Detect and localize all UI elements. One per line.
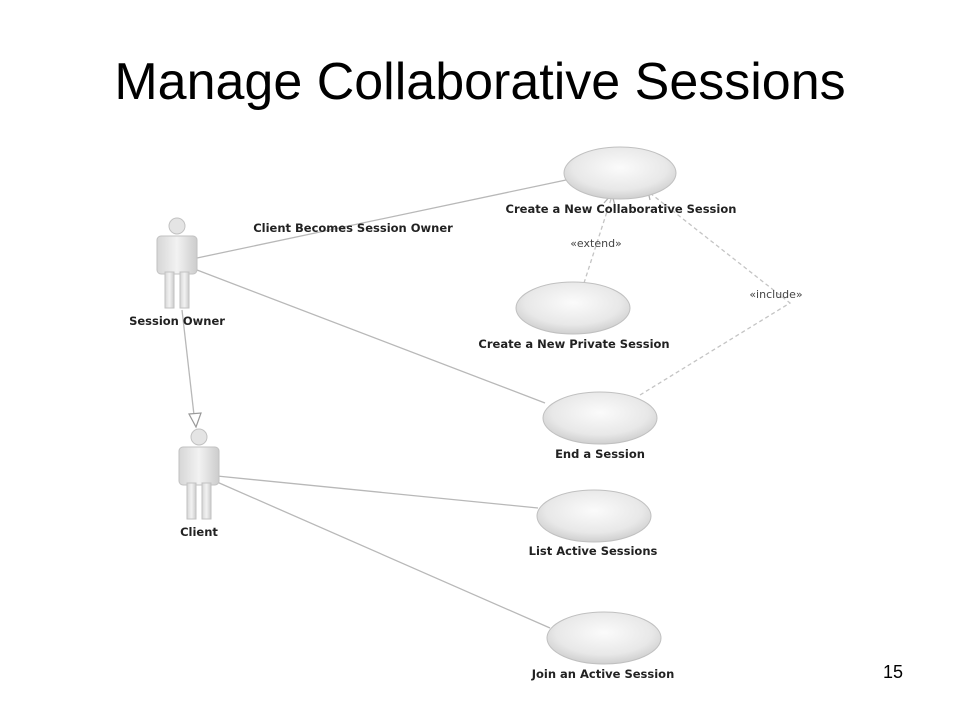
extend-label: «extend» — [570, 237, 622, 250]
association-label: Client Becomes Session Owner — [253, 221, 453, 235]
use-case-label-join-active: Join an Active Session — [531, 667, 675, 681]
assoc-client-list-active — [216, 475, 539, 509]
page-number: 15 — [882, 662, 903, 682]
actor-session-owner-icon — [156, 217, 198, 309]
assoc-client-join-active — [216, 481, 551, 629]
use-case-label-end-session: End a Session — [555, 447, 645, 461]
use-case-list-active — [536, 489, 652, 543]
include-label: «include» — [749, 288, 802, 301]
generalization-arrow — [181, 309, 202, 429]
assoc-owner-end-session — [196, 269, 546, 404]
actor-label-client: Client — [180, 525, 218, 539]
use-case-create-collab — [563, 146, 677, 200]
use-case-end-session — [542, 391, 658, 445]
use-case-create-private — [515, 281, 631, 335]
actor-client-icon — [178, 428, 220, 520]
slide-title: Manage Collaborative Sessions — [114, 53, 846, 111]
use-case-label-create-collab: Create a New Collaborative Session — [506, 202, 737, 216]
use-case-join-active — [546, 611, 662, 665]
use-case-label-list-active: List Active Sessions — [529, 544, 658, 558]
actor-label-session-owner: Session Owner — [129, 314, 225, 328]
use-case-label-create-private: Create a New Private Session — [478, 337, 669, 351]
assoc-owner-create-collab — [196, 179, 567, 259]
